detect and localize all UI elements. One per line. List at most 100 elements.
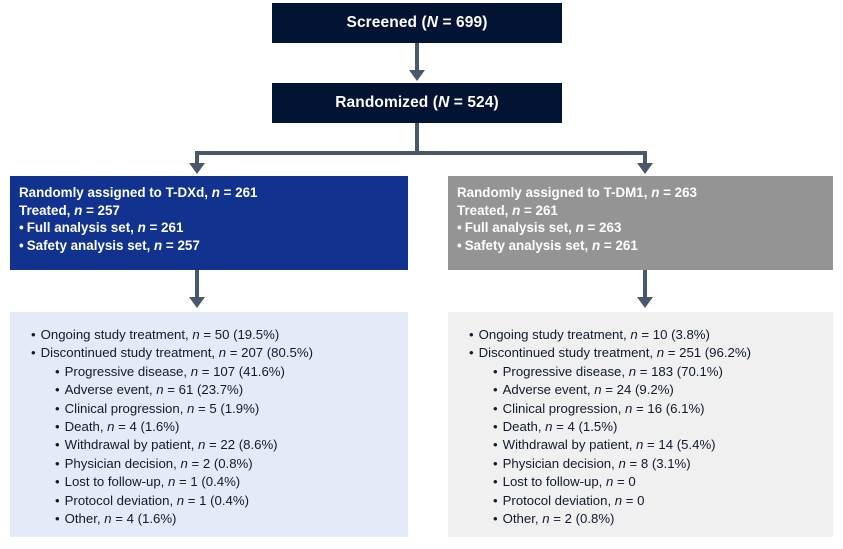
line-value: = 1 (0.4%) xyxy=(175,474,241,490)
arrow-down-icon-left-outcome xyxy=(189,297,205,308)
connector-screened-to-randomized xyxy=(415,43,419,73)
arm-line: Full analysis set, n = 263 xyxy=(457,219,833,237)
line-text: Treated, xyxy=(457,202,513,218)
line-value: = 61 (23.7%) xyxy=(163,382,244,398)
arm-line: Safety analysis set, n = 257 xyxy=(19,237,408,255)
line-text: Full analysis set, xyxy=(464,220,576,236)
arrow-down-icon-right-arm xyxy=(637,163,653,174)
line-symbol: n xyxy=(74,202,83,218)
line-value: = 24 (9.2%) xyxy=(601,382,674,398)
line-text: Lost to follow-up, xyxy=(502,474,606,490)
line-symbol: n xyxy=(630,327,638,342)
line-value: = 50 (19.5%) xyxy=(199,327,280,342)
outcome-line: Discontinued study treatment, n = 207 (8… xyxy=(10,344,408,362)
outcome-line: Progressive disease, n = 107 (41.6%) xyxy=(10,363,408,381)
line-symbol: n xyxy=(545,419,553,435)
outcome-line: Protocol deviation, n = 0 xyxy=(448,492,833,510)
arrow-down-icon-right-outcome xyxy=(637,297,653,308)
line-symbol: n xyxy=(656,345,665,361)
outcome-line: Withdrawal by patient, n = 14 (5.4%) xyxy=(448,436,833,454)
line-value: = 4 (1.6%) xyxy=(114,419,180,435)
node-screened: Screened (N = 699) xyxy=(272,3,562,43)
line-text: Protocol deviation, xyxy=(502,492,615,508)
outcome-line: Physician decision, n = 2 (0.8%) xyxy=(10,455,408,473)
line-value: = 16 (6.1%) xyxy=(632,400,705,416)
outcome-line: Ongoing study treatment, n = 10 (3.8%) xyxy=(448,326,833,344)
outcome-line: Physician decision, n = 8 (3.1%) xyxy=(448,455,833,473)
line-symbol: n xyxy=(218,345,227,361)
line-value: = 207 (80.5%) xyxy=(226,345,313,361)
line-value: = 261 xyxy=(145,220,184,236)
outcome-line: Other, n = 2 (0.8%) xyxy=(448,510,833,528)
line-value: = 2 (0.8%) xyxy=(549,511,615,527)
line-symbol: n xyxy=(211,185,220,200)
line-value: = 10 (3.8%) xyxy=(637,327,710,342)
line-symbol: n xyxy=(104,511,112,527)
line-value: = 4 (1.5%) xyxy=(552,419,618,435)
arm-line: Full analysis set, n = 261 xyxy=(19,219,408,237)
line-symbol: n xyxy=(605,474,614,490)
line-symbol: n xyxy=(594,382,602,398)
arrow-down-icon-screened xyxy=(409,70,425,81)
line-text: Ongoing study treatment, xyxy=(478,327,631,342)
line-value: = 0 xyxy=(613,474,636,490)
outcome-line: Other, n = 4 (1.6%) xyxy=(10,510,408,528)
line-text: Clinical progression, xyxy=(502,400,626,416)
arrow-down-icon-left-arm xyxy=(189,163,205,174)
line-text: Randomly assigned to T-DXd, xyxy=(19,185,212,200)
line-symbol: n xyxy=(154,237,163,253)
outcome-line: Discontinued study treatment, n = 251 (9… xyxy=(448,344,833,362)
line-symbol: n xyxy=(198,437,206,453)
line-symbol: n xyxy=(512,202,521,218)
line-symbol: n xyxy=(636,437,644,453)
line-text: Randomly assigned to T-DM1, xyxy=(457,185,652,200)
connector-arm-right-to-outcome xyxy=(643,270,647,300)
outcome-line: Ongoing study treatment, n = 50 (19.5%) xyxy=(10,326,408,344)
node-randomized: Randomized (N = 524) xyxy=(272,83,562,123)
line-text: Treated, xyxy=(19,202,75,218)
line-value: = 251 (96.2%) xyxy=(664,345,751,361)
line-text: Other, xyxy=(502,511,543,527)
line-text: Protocol deviation, xyxy=(64,492,177,508)
line-value: = 1 (0.4%) xyxy=(184,492,250,508)
line-symbol: n xyxy=(542,511,550,527)
line-text: Discontinued study treatment, xyxy=(478,345,657,361)
line-text: Clinical progression, xyxy=(64,400,188,416)
line-value: = 257 xyxy=(82,202,120,218)
line-text: Death, xyxy=(502,419,546,435)
line-value: = 263 xyxy=(583,220,622,236)
line-text: Other, xyxy=(64,511,105,527)
connector-randomized-down xyxy=(415,123,419,155)
line-symbol: n xyxy=(618,455,626,471)
line-value: = 107 (41.6%) xyxy=(198,363,285,379)
outcome-line: Withdrawal by patient, n = 22 (8.6%) xyxy=(10,436,408,454)
line-symbol: n xyxy=(187,400,195,416)
outcome-line: Progressive disease, n = 183 (70.1%) xyxy=(448,363,833,381)
line-text: Withdrawal by patient, xyxy=(64,437,199,453)
outcome-line: Lost to follow-up, n = 0 xyxy=(448,473,833,491)
outcome-line: Adverse event, n = 61 (23.7%) xyxy=(10,381,408,399)
line-text: Withdrawal by patient, xyxy=(502,437,637,453)
line-text: Adverse event, xyxy=(64,382,157,398)
line-symbol: n xyxy=(592,237,601,253)
arm-line: Treated, n = 261 xyxy=(457,202,833,220)
line-text: Physician decision, xyxy=(502,455,619,471)
node-randomized-label: Randomized (N = 524) xyxy=(335,94,499,111)
line-value: = 0 xyxy=(622,492,645,508)
node-outcomes-t-dxd: Ongoing study treatment, n = 50 (19.5%)D… xyxy=(10,312,408,537)
line-value: = 14 (5.4%) xyxy=(643,437,716,453)
outcome-line: Clinical progression, n = 16 (6.1%) xyxy=(448,400,833,418)
arm-line: Randomly assigned to T-DXd, n = 261 xyxy=(19,184,408,202)
connector-split-left-drop xyxy=(195,151,199,166)
line-value: = 261 xyxy=(520,202,558,218)
line-text: Physician decision, xyxy=(64,455,181,471)
line-text: Adverse event, xyxy=(502,382,595,398)
line-value: = 4 (1.6%) xyxy=(111,511,177,527)
outcome-line: Clinical progression, n = 5 (1.9%) xyxy=(10,400,408,418)
node-outcomes-t-dm1: Ongoing study treatment, n = 10 (3.8%)Di… xyxy=(448,312,833,537)
arm-line: Randomly assigned to T-DM1, n = 263 xyxy=(457,184,833,202)
line-value: = 5 (1.9%) xyxy=(194,400,260,416)
line-symbol: n xyxy=(137,220,146,236)
